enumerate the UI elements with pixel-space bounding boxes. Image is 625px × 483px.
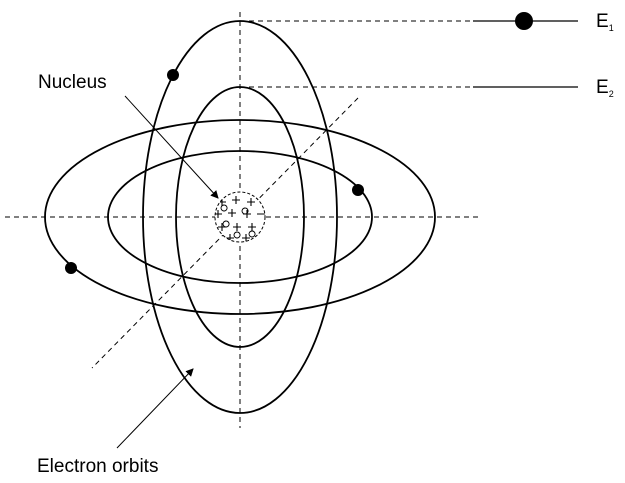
inner-horizontal-orbit xyxy=(107,150,373,284)
energy-level-2-label: E2 xyxy=(596,77,614,99)
electron-orbits-label: Electron orbits xyxy=(37,456,159,477)
energy-level-2-subscript: 2 xyxy=(608,89,614,99)
electron-outer-horizontal-orbit xyxy=(65,262,77,274)
nucleus-particles xyxy=(215,196,265,242)
electron-outer-vertical-orbit xyxy=(167,69,179,81)
nucleus xyxy=(214,191,266,243)
energy-level-2-symbol: E xyxy=(596,77,609,98)
energy-level-1-electron xyxy=(515,12,533,30)
energy-level-1-symbol: E xyxy=(596,11,609,32)
nucleus-pointer-arrow xyxy=(124,95,219,199)
energy-level-1-subscript: 1 xyxy=(608,23,614,33)
nucleus-label: Nucleus xyxy=(38,72,107,93)
electron-orbits-pointer-arrow xyxy=(116,368,194,449)
inner-vertical-orbit xyxy=(175,86,305,348)
outer-horizontal-orbit xyxy=(44,119,436,315)
outer-vertical-orbit xyxy=(142,20,338,414)
energy-level-1-label: E1 xyxy=(596,11,614,33)
electron-inner-horizontal-orbit xyxy=(352,184,364,196)
